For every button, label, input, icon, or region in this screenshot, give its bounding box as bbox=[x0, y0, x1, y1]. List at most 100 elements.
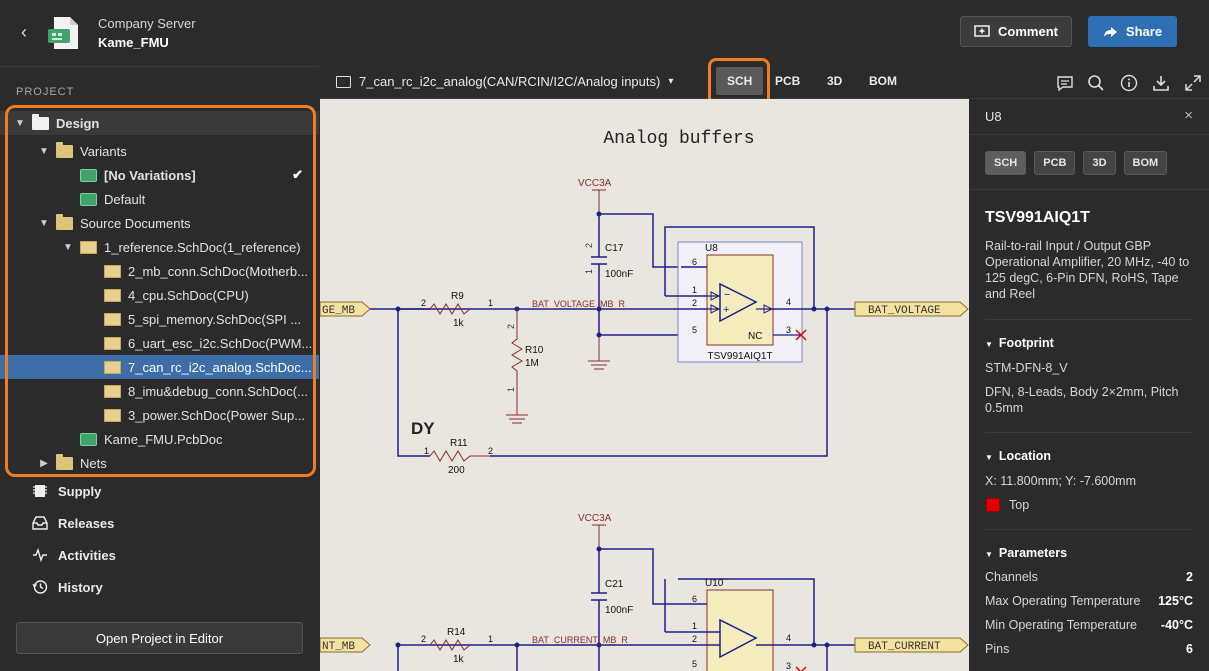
svg-text:+: + bbox=[723, 304, 729, 316]
svg-text:5: 5 bbox=[692, 659, 697, 669]
panel-tab-3d[interactable]: 3D bbox=[1083, 151, 1116, 175]
back-arrow-icon[interactable]: ‹ bbox=[21, 22, 27, 42]
document-selector[interactable]: 7_can_rc_i2c_analog(CAN/RCIN/I2C/Analog … bbox=[336, 74, 673, 89]
u10-ref: U10 bbox=[705, 578, 724, 589]
svg-text:1: 1 bbox=[488, 298, 493, 308]
schematic-doc-icon bbox=[104, 336, 121, 350]
tree-item-7-can-rc-i2c-analog[interactable]: 7_can_rc_i2c_analog.SchDoc... bbox=[0, 355, 319, 379]
location-header[interactable]: ▼Location bbox=[985, 449, 1052, 463]
svg-text:2: 2 bbox=[692, 634, 697, 644]
tab-bom[interactable]: BOM bbox=[869, 74, 897, 88]
comment-button[interactable]: Comment bbox=[960, 16, 1072, 47]
svg-text:6: 6 bbox=[692, 594, 697, 604]
tree-item-8-imu-debug-conn[interactable]: 8_imu&debug_conn.SchDoc(... bbox=[0, 379, 319, 403]
nav-activities[interactable]: Activities bbox=[32, 547, 116, 563]
footprint-header[interactable]: ▼Footprint bbox=[985, 336, 1054, 350]
tree-item-4-cpu[interactable]: 4_cpu.SchDoc(CPU) bbox=[0, 283, 319, 307]
open-project-in-editor-button[interactable]: Open Project in Editor bbox=[16, 622, 303, 654]
panel-title: U8 bbox=[985, 109, 1002, 124]
svg-text:1: 1 bbox=[692, 285, 697, 295]
project-logo-icon bbox=[48, 17, 78, 49]
nc-label: NC bbox=[748, 331, 762, 342]
close-icon[interactable]: × bbox=[1184, 107, 1193, 124]
chevron-down-icon[interactable]: ▼ bbox=[39, 217, 49, 229]
comment-button-label: Comment bbox=[998, 24, 1058, 39]
schematic-doc-icon bbox=[104, 384, 121, 398]
info-icon[interactable] bbox=[1120, 74, 1138, 92]
folder-icon bbox=[56, 213, 73, 230]
location-side: Top bbox=[1009, 498, 1030, 512]
r14-value: 1k bbox=[453, 654, 465, 665]
tree-item-5-spi-memory[interactable]: 5_spi_memory.SchDoc(SPI ... bbox=[0, 307, 319, 331]
svg-text:2: 2 bbox=[506, 324, 516, 329]
footprint-name: STM-DFN-8_V bbox=[985, 361, 1068, 375]
chevron-down-icon[interactable]: ▼ bbox=[63, 241, 73, 253]
tree-item-source-documents[interactable]: ▼ Source Documents bbox=[39, 213, 191, 231]
top-bar: ‹ Company Server Kame_FMU Comment Share bbox=[0, 0, 1209, 66]
tree-item-variants[interactable]: ▼ Variants bbox=[39, 141, 127, 159]
chevron-down-icon[interactable]: ▼ bbox=[15, 117, 25, 129]
c17-ref: C17 bbox=[605, 243, 624, 254]
tree-item-pcbdoc[interactable]: Kame_FMU.PcbDoc bbox=[0, 427, 319, 451]
comments-icon[interactable] bbox=[1056, 74, 1074, 92]
footprint-description: DFN, 8-Leads, Body 2×2mm, Pitch 0.5mm bbox=[985, 385, 1179, 415]
panel-view-tabs: SCH PCB 3D BOM bbox=[985, 151, 1168, 175]
parameter-row: Min Operating Temperature-40°C bbox=[985, 618, 1193, 632]
tab-3d[interactable]: 3D bbox=[827, 74, 843, 88]
port-output-bat-current: BAT_CURRENT bbox=[868, 641, 941, 653]
tree-item-default-variant[interactable]: Default bbox=[0, 187, 319, 211]
folder-icon bbox=[56, 141, 73, 158]
svg-text:1: 1 bbox=[692, 621, 697, 631]
schematic-doc-icon bbox=[104, 264, 121, 278]
component-properties-panel: U8 × SCH PCB 3D BOM TSV991AIQ1T Rail-to-… bbox=[969, 99, 1209, 671]
project-sidebar: PROJECT ▼ Design ▼ Variants [No Variatio… bbox=[0, 66, 319, 671]
tree-item-design[interactable]: ▼ Design bbox=[0, 111, 319, 135]
u8-ref: U8 bbox=[705, 243, 718, 254]
tree-item-3-power[interactable]: 3_power.SchDoc(Power Sup... bbox=[0, 403, 319, 427]
svg-text:1: 1 bbox=[488, 634, 493, 644]
schematic-canvas[interactable]: Analog buffers VCC3A C17 100nF 2 1 bbox=[320, 99, 969, 671]
download-icon[interactable] bbox=[1152, 74, 1170, 92]
project-section-label: PROJECT bbox=[16, 86, 75, 98]
svg-text:2: 2 bbox=[584, 243, 594, 248]
nav-history[interactable]: History bbox=[32, 579, 103, 595]
schematic-doc-icon bbox=[80, 240, 97, 254]
pcb-doc-icon bbox=[80, 432, 97, 446]
nav-releases[interactable]: Releases bbox=[32, 515, 114, 531]
variant-board-icon bbox=[80, 192, 97, 206]
fullscreen-icon[interactable] bbox=[1184, 74, 1202, 92]
port-input-voltage: GE_MB bbox=[322, 305, 355, 317]
svg-text:3: 3 bbox=[786, 325, 791, 335]
tree-item-1-reference[interactable]: ▼ 1_reference.SchDoc(1_reference) bbox=[63, 239, 301, 255]
r9-value: 1k bbox=[453, 318, 465, 329]
document-toolbar: 7_can_rc_i2c_analog(CAN/RCIN/I2C/Analog … bbox=[320, 66, 1209, 99]
chip-icon bbox=[33, 485, 47, 497]
schematic-doc-icon bbox=[104, 360, 121, 374]
chevron-right-icon[interactable]: ▶ bbox=[40, 457, 48, 469]
part-description: Rail-to-rail Input / Output GBP Operatio… bbox=[985, 239, 1190, 301]
r11-ref: R11 bbox=[450, 438, 468, 449]
inbox-icon bbox=[32, 516, 48, 530]
tab-pcb[interactable]: PCB bbox=[775, 74, 801, 88]
share-button[interactable]: Share bbox=[1088, 16, 1177, 47]
svg-text:2: 2 bbox=[421, 634, 426, 644]
layer-color-swatch bbox=[986, 498, 1000, 512]
chevron-down-icon[interactable]: ▼ bbox=[39, 145, 49, 157]
tree-item-2-mb-conn[interactable]: 2_mb_conn.SchDoc(Motherb... bbox=[0, 259, 319, 283]
part-number: TSV991AIQ1T bbox=[985, 209, 1090, 226]
tree-item-no-variations[interactable]: [No Variations] ✔ bbox=[0, 163, 319, 187]
tree-item-nets[interactable]: ▶ Nets bbox=[0, 451, 319, 475]
panel-tab-pcb[interactable]: PCB bbox=[1034, 151, 1076, 175]
tree-item-6-uart-esc-i2c[interactable]: 6_uart_esc_i2c.SchDoc(PWM... bbox=[0, 331, 319, 355]
r11-value: 200 bbox=[448, 465, 465, 476]
tab-sch[interactable]: SCH bbox=[716, 67, 764, 95]
port-output-bat-voltage: BAT_VOLTAGE bbox=[868, 305, 941, 317]
parameters-header[interactable]: ▼Parameters bbox=[985, 546, 1068, 560]
panel-tab-bom[interactable]: BOM bbox=[1123, 151, 1168, 175]
panel-tab-sch[interactable]: SCH bbox=[985, 151, 1027, 175]
nav-supply[interactable]: Supply bbox=[32, 483, 101, 499]
search-icon[interactable] bbox=[1087, 74, 1105, 92]
